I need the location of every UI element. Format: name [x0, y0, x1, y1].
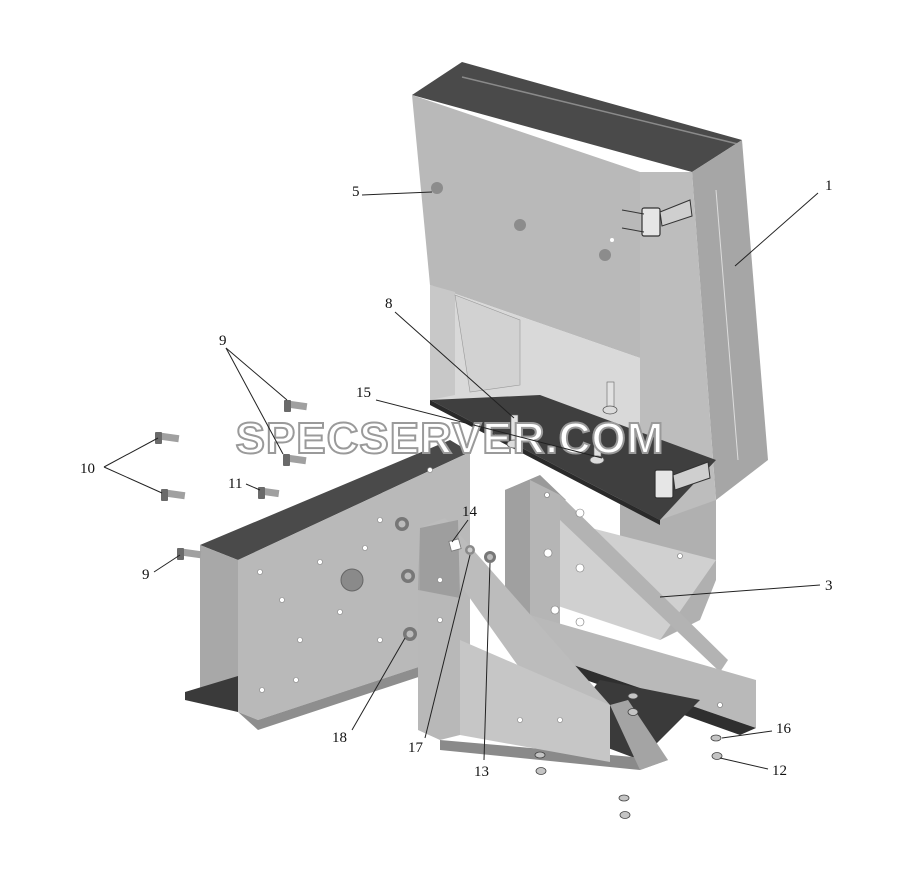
callout-3: 3 — [825, 578, 833, 594]
bolt-10-lower — [161, 489, 186, 501]
callout-9-upper: 9 — [219, 333, 227, 349]
bolt-9-middle — [283, 454, 307, 466]
callout-1: 1 — [825, 178, 833, 194]
callout-9-lower: 9 — [142, 567, 150, 583]
bolt-11 — [258, 487, 280, 499]
loose-nuts — [534, 692, 723, 819]
latch-top — [621, 199, 693, 237]
callout-14: 14 — [462, 504, 478, 520]
latch-bottom — [654, 461, 711, 499]
bolt-9-lower — [177, 548, 202, 560]
box-holes — [431, 182, 614, 261]
callout-10: 10 — [80, 461, 95, 477]
watermark: SPECSERVER.COM — [236, 414, 665, 463]
loose-bolts — [155, 400, 308, 560]
support-plate — [418, 518, 668, 770]
callout-13: 13 — [474, 764, 489, 780]
bolt-10-upper — [155, 432, 180, 444]
callout-5: 5 — [352, 184, 360, 200]
callout-16: 16 — [776, 721, 792, 737]
bolt-9-upper — [284, 400, 308, 412]
callout-17: 17 — [408, 740, 424, 756]
frame-rail — [185, 440, 470, 730]
callout-11: 11 — [228, 476, 242, 492]
battery-box — [412, 62, 768, 525]
bolt-head-18 — [395, 517, 417, 641]
callout-8: 8 — [385, 296, 393, 312]
callout-12: 12 — [772, 763, 787, 779]
leader-lines — [103, 191, 821, 770]
callout-labels: 1 3 5 8 9 9 10 11 12 13 14 15 16 17 18 — [80, 178, 833, 780]
battery-bracket — [505, 475, 756, 760]
callout-15: 15 — [356, 385, 371, 401]
callout-18: 18 — [332, 730, 347, 746]
